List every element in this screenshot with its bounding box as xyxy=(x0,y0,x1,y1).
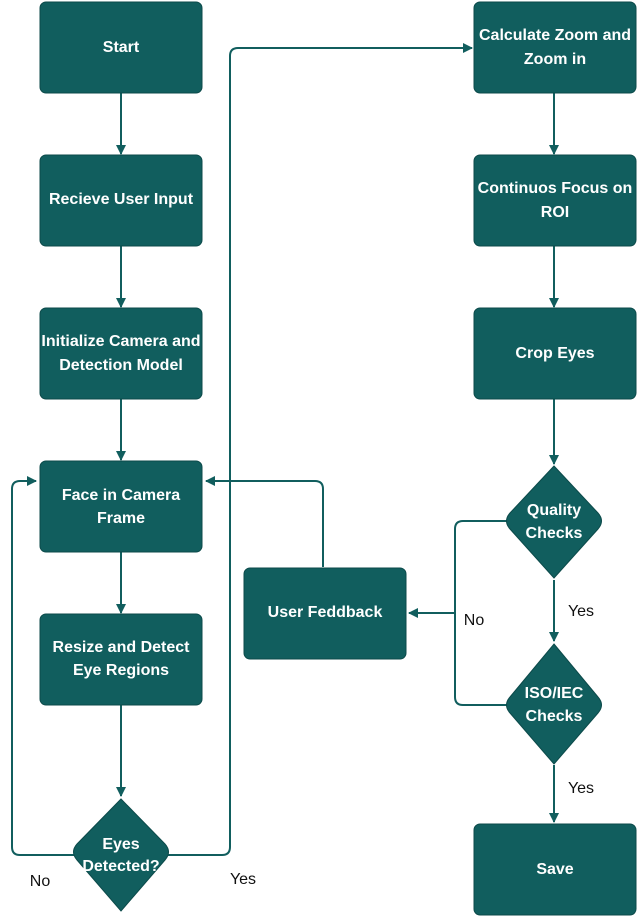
edge-eyes-yes-to-zoom xyxy=(167,43,473,856)
node-crop-eyes: Crop Eyes xyxy=(473,307,637,400)
decision-eyes-detected-label-line1: Eyes xyxy=(102,836,139,853)
decision-iso-iec-checks: ISO/IEC Checks xyxy=(506,643,602,765)
decision-eyes-detected: Eyes Detected? xyxy=(73,798,169,912)
edge-label-iso-yes: Yes xyxy=(568,780,594,797)
edges xyxy=(11,43,559,856)
edge-quality-no xyxy=(454,520,508,613)
node-user-feedback: User Feddback xyxy=(243,567,407,660)
node-face-in-camera-frame-label-line1: Face in Camera xyxy=(62,487,180,504)
node-initialize-camera-label-line2: Detection Model xyxy=(59,357,183,374)
node-save-label: Save xyxy=(536,861,573,878)
node-face-in-camera-frame: Face in Camera Frame xyxy=(39,460,203,553)
edge-eyes-no-loop xyxy=(11,476,75,856)
edge-label-quality-yes: Yes xyxy=(568,603,594,620)
node-continuous-focus: Continuos Focus on ROI xyxy=(473,154,637,247)
node-save: Save xyxy=(473,823,637,916)
node-continuous-focus-label-line1: Continuos Focus on xyxy=(478,180,633,197)
node-calculate-zoom: Calculate Zoom and Zoom in xyxy=(473,1,637,94)
edge-label-feedback-no: No xyxy=(464,612,485,629)
node-user-feedback-label: User Feddback xyxy=(268,604,383,621)
node-initialize-camera: Initialize Camera and Detection Model xyxy=(39,307,203,400)
edge-label-eyes-no: No xyxy=(30,873,51,890)
node-calculate-zoom-label-line1: Calculate Zoom and xyxy=(479,27,631,44)
decision-eyes-detected-label-line2: Detected? xyxy=(82,858,159,875)
edge-feedback-to-face xyxy=(205,476,324,567)
node-resize-detect-eyes-label-line1: Resize and Detect xyxy=(53,639,191,656)
decision-quality-checks-label-line1: Quality xyxy=(527,502,581,519)
node-face-in-camera-frame-label-line2: Frame xyxy=(97,510,145,527)
node-start-label: Start xyxy=(103,39,140,56)
node-resize-detect-eyes: Resize and Detect Eye Regions xyxy=(39,613,203,706)
node-receive-user-input-label: Recieve User Input xyxy=(49,191,194,208)
node-receive-user-input: Recieve User Input xyxy=(39,154,203,247)
node-continuous-focus-label-line2: ROI xyxy=(541,204,569,221)
node-calculate-zoom-label-line2: Zoom in xyxy=(524,51,586,68)
edge-iso-no xyxy=(454,613,508,706)
decision-iso-iec-checks-label-line2: Checks xyxy=(526,708,583,725)
node-crop-eyes-label: Crop Eyes xyxy=(515,345,594,362)
node-resize-detect-eyes-label-line2: Eye Regions xyxy=(73,662,169,679)
node-initialize-camera-label-line1: Initialize Camera and xyxy=(41,333,200,350)
edge-label-eyes-yes: Yes xyxy=(230,871,256,888)
decision-iso-iec-checks-label-line1: ISO/IEC xyxy=(525,685,584,702)
decision-quality-checks: Quality Checks xyxy=(506,465,602,579)
decision-quality-checks-label-line2: Checks xyxy=(526,525,583,542)
node-start: Start xyxy=(39,1,203,94)
